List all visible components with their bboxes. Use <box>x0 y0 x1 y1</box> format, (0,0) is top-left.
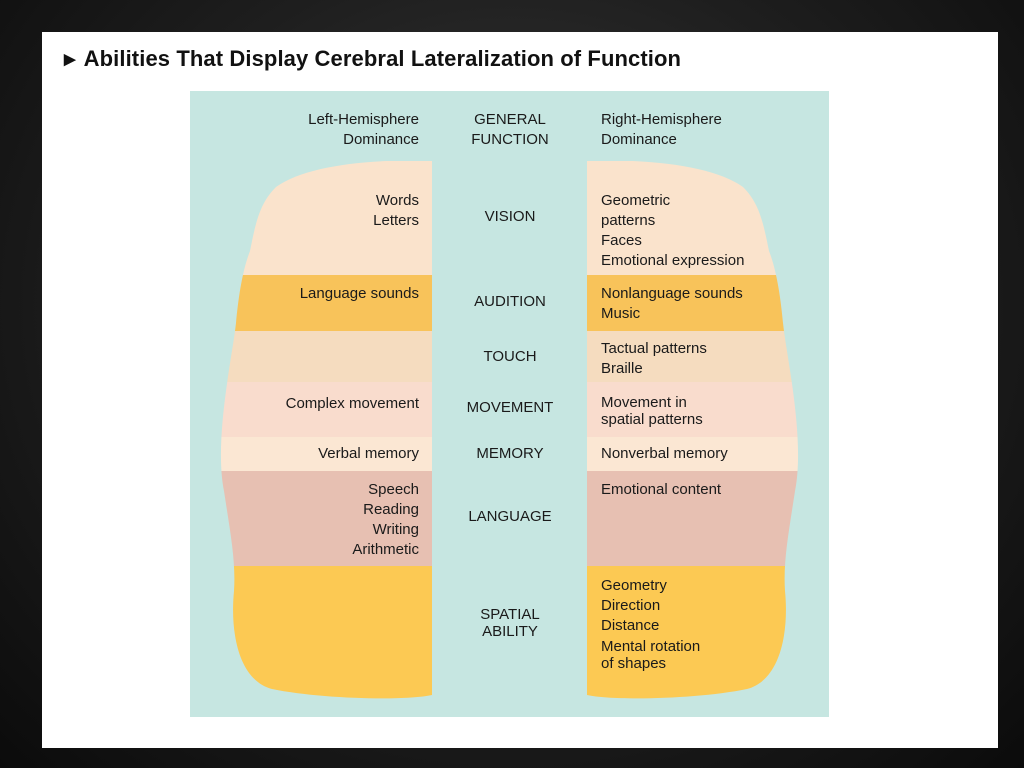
title-text: Abilities That Display Cerebral Laterali… <box>83 46 682 71</box>
right-audition-items: Nonlanguage sounds Music <box>601 285 743 322</box>
left-band-spatial-ability <box>220 566 433 699</box>
right-spatial-items: Geometry Direction Distance Mental rotat… <box>601 577 701 672</box>
left-hemisphere <box>220 161 433 699</box>
right-band-movement <box>587 382 799 437</box>
slide-title: ▶ Abilities That Display Cerebral Lateral… <box>64 46 681 72</box>
left-band-touch <box>220 331 433 382</box>
left-audition-items: Language sounds <box>299 285 419 302</box>
slide: ▶ Abilities That Display Cerebral Lateral… <box>42 32 998 748</box>
left-band-audition <box>220 275 433 331</box>
right-touch-items: Tactual patterns Braille <box>601 340 707 377</box>
right-band-language <box>587 471 799 566</box>
function-language: LANGUAGE <box>468 508 552 525</box>
function-spatial-ability: SPATIAL ABILITY <box>480 606 540 640</box>
center-header: GENERAL FUNCTION <box>471 111 549 148</box>
function-audition: AUDITION <box>474 293 546 310</box>
left-band-memory <box>220 437 433 471</box>
right-movement-items: Movement in spatial patterns <box>601 394 703 428</box>
left-band-movement <box>220 382 433 437</box>
right-band-spatial-ability <box>587 566 799 699</box>
left-vision-items: Words Letters <box>373 192 419 229</box>
left-memory-items: Verbal memory <box>318 445 419 462</box>
function-movement: MOVEMENT <box>466 399 554 416</box>
right-band-memory <box>587 437 799 471</box>
right-band-touch <box>587 331 799 382</box>
right-band-audition <box>587 275 799 331</box>
function-memory: MEMORY <box>476 445 544 462</box>
right-header: Right-Hemisphere Dominance <box>601 111 722 148</box>
left-header: Left-Hemisphere Dominance <box>308 111 419 148</box>
play-arrow-icon: ▶ <box>64 51 76 68</box>
diagram-panel: Left-Hemisphere Dominance GENERAL FUNCTI… <box>190 91 829 717</box>
left-band-language <box>220 471 433 566</box>
right-memory-items: Nonverbal memory <box>601 445 728 462</box>
right-hemisphere <box>587 161 799 699</box>
left-language-items: Speech Reading Writing Arithmetic <box>352 481 419 558</box>
right-language-items: Emotional content <box>601 481 722 498</box>
left-movement-items: Complex movement <box>285 395 419 412</box>
brain-diagram <box>220 161 799 699</box>
function-vision: VISION <box>484 208 536 225</box>
right-vision-items: Geometric patterns Faces Emotional expre… <box>601 192 745 269</box>
function-touch: TOUCH <box>483 348 537 365</box>
